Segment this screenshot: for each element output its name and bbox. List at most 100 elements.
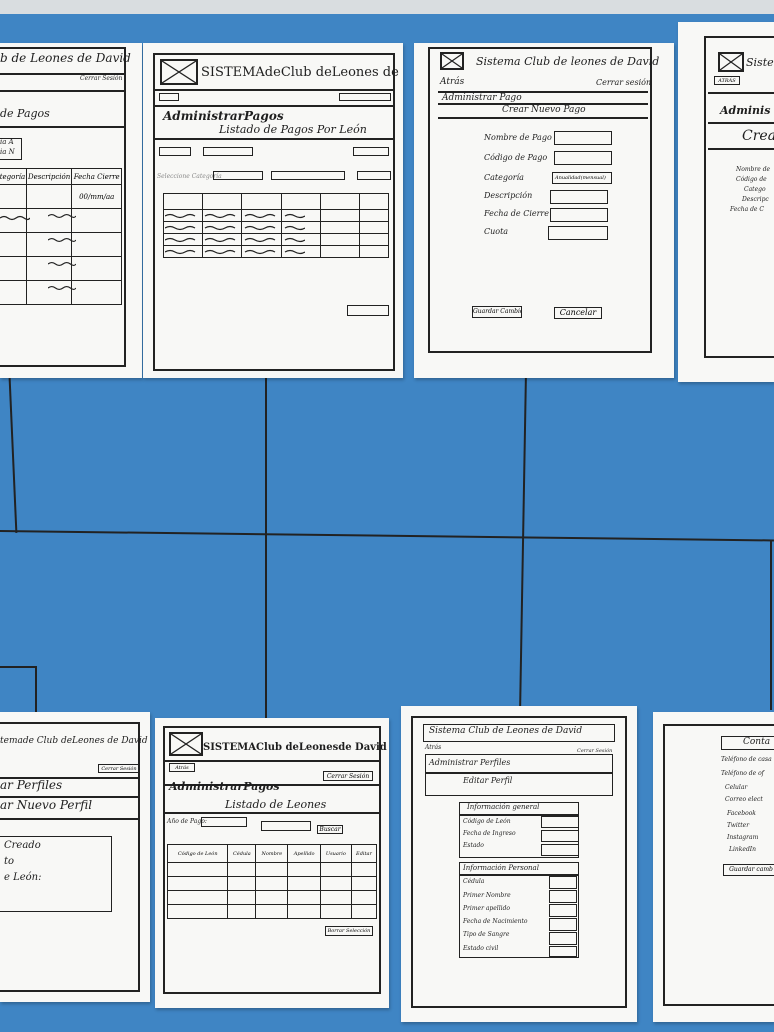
field-label: Primer apellido — [463, 905, 511, 912]
field-label: Nombre de Pago — [484, 133, 552, 142]
fee-input[interactable] — [548, 226, 608, 240]
general-input[interactable] — [541, 844, 579, 856]
general-input[interactable] — [541, 816, 579, 828]
divider — [438, 91, 648, 93]
description-input[interactable] — [550, 190, 608, 204]
logout-button[interactable]: Cerrar Sesión — [98, 764, 140, 773]
logout-button[interactable] — [339, 93, 391, 101]
wireframe-sheet-edit-profile: Sistema Club de Leones de David Atrás Ce… — [401, 706, 637, 1022]
divider — [0, 796, 140, 798]
profile-info-box — [0, 836, 112, 912]
placeholder-scribble — [48, 285, 76, 291]
field-label: Fecha de C — [730, 206, 764, 213]
divider — [0, 777, 140, 779]
back-button[interactable]: ATRÁS — [714, 76, 740, 85]
column-header: Apellido — [287, 844, 321, 863]
filter-button[interactable] — [357, 171, 391, 180]
personal-input[interactable] — [549, 876, 577, 889]
group-title: Información general — [467, 803, 540, 811]
personal-info-box — [459, 862, 579, 958]
placeholder-scribble — [165, 213, 305, 219]
field-label: LinkedIn — [729, 846, 757, 853]
connector-line — [265, 378, 267, 718]
personal-input[interactable] — [549, 918, 577, 931]
personal-input[interactable] — [549, 932, 577, 945]
logout-link[interactable]: Cerrar Sesión — [80, 75, 123, 82]
divider — [708, 92, 774, 94]
field-label: Cédula — [463, 878, 485, 885]
page-title: Editar Perfil — [463, 776, 513, 785]
logo-placeholder-icon — [160, 59, 198, 85]
logout-link[interactable]: Cerrar sesión — [596, 78, 652, 87]
search-input[interactable] — [159, 147, 191, 156]
general-input[interactable] — [541, 830, 579, 842]
divider — [153, 89, 395, 91]
logo-placeholder-icon — [169, 732, 203, 756]
contact-title-box — [721, 736, 774, 750]
placeholder-scribble — [165, 249, 305, 255]
search-button[interactable]: Buscar — [317, 825, 343, 834]
page-title: Crear Nuevo Pago — [502, 105, 586, 115]
back-link[interactable]: Atrás — [440, 77, 465, 87]
field-label: Descripc — [742, 196, 769, 203]
back-link[interactable]: Atrás — [425, 744, 442, 751]
payment-name-input[interactable] — [554, 131, 612, 145]
sheet-header: temade Club deLeones de David — [0, 736, 148, 746]
field-label: Código de Pago — [484, 153, 548, 162]
category-select[interactable] — [213, 171, 263, 180]
column-header: Usuario — [319, 844, 352, 863]
connector-line — [0, 530, 774, 542]
sheet-header: Sistema Club de Leones de David — [429, 726, 583, 736]
personal-input[interactable] — [549, 904, 577, 917]
payment-code-input[interactable] — [554, 151, 612, 165]
close-date-input[interactable] — [550, 208, 608, 222]
logout-link[interactable]: Cerrar Sesión — [577, 748, 613, 754]
date-cell: 00/mm/aa — [71, 184, 122, 209]
save-button[interactable]: Guardar camb — [723, 864, 774, 876]
divider — [425, 772, 613, 774]
search-button[interactable] — [353, 147, 389, 156]
field-label: Código de León — [463, 818, 511, 825]
year-select[interactable] — [201, 817, 247, 827]
field-label: Nombre de — [736, 166, 771, 173]
field-label: Correo elect — [725, 796, 763, 803]
column-header: Descripción — [25, 168, 73, 185]
wireframe-sheet-payments-list: b de Leones de David Cerrar Sesión de Pa… — [0, 43, 142, 378]
cancel-button[interactable]: Cancelar — [554, 307, 602, 319]
lions-table: Código de León Cédula Nombre Apellido Us… — [166, 844, 378, 919]
payments-table — [162, 193, 389, 258]
connector-line — [8, 378, 18, 533]
search-input[interactable] — [261, 821, 311, 831]
sheet-header: Sistema Club de leones de David — [476, 55, 660, 68]
back-button[interactable] — [159, 93, 179, 101]
divider — [163, 812, 381, 814]
sheet-header: Siste — [746, 56, 774, 69]
sheet-header: SISTEMAdeClub deLeones de David — [201, 65, 403, 80]
page-title: ar Perfiles — [0, 778, 63, 792]
personal-input[interactable] — [549, 946, 577, 957]
wireframe-sheet-create-partial: Siste ATRÁS Adminis Crea Nombre de Códig… — [678, 22, 774, 382]
column-header: Fecha Cierre — [71, 168, 122, 185]
sheet-frame — [663, 724, 774, 1006]
field-label: Instagram — [727, 834, 759, 841]
sheet-frame — [0, 47, 126, 367]
divider — [0, 90, 124, 92]
save-button[interactable]: Guardar Cambios — [472, 306, 522, 318]
personal-input[interactable] — [549, 890, 577, 903]
search-label: Año de Pago: — [167, 818, 207, 825]
back-button[interactable]: Atrás — [169, 763, 195, 772]
placeholder-scribble — [48, 261, 76, 267]
logout-button[interactable]: Cerrar Sesión — [323, 771, 373, 781]
wireframe-sheet-payments-by-lion: SISTEMAdeClub deLeones de David Administ… — [143, 43, 403, 378]
wireframe-sheet-profiles: temade Club deLeones de David Cerrar Ses… — [0, 712, 150, 1002]
sheet-frame — [0, 722, 140, 992]
filter-select[interactable] — [271, 171, 345, 180]
profile-text: e León: — [4, 872, 42, 883]
action-button[interactable] — [347, 305, 389, 316]
year-input[interactable] — [203, 147, 253, 156]
side-filter-box[interactable] — [0, 138, 22, 160]
category-select[interactable]: Anualidad(mensual) — [552, 172, 612, 184]
field-label: Categoría — [484, 173, 524, 182]
column-header: tegoría — [0, 168, 27, 185]
delete-selection-button[interactable]: Borrar Selección — [325, 926, 373, 936]
